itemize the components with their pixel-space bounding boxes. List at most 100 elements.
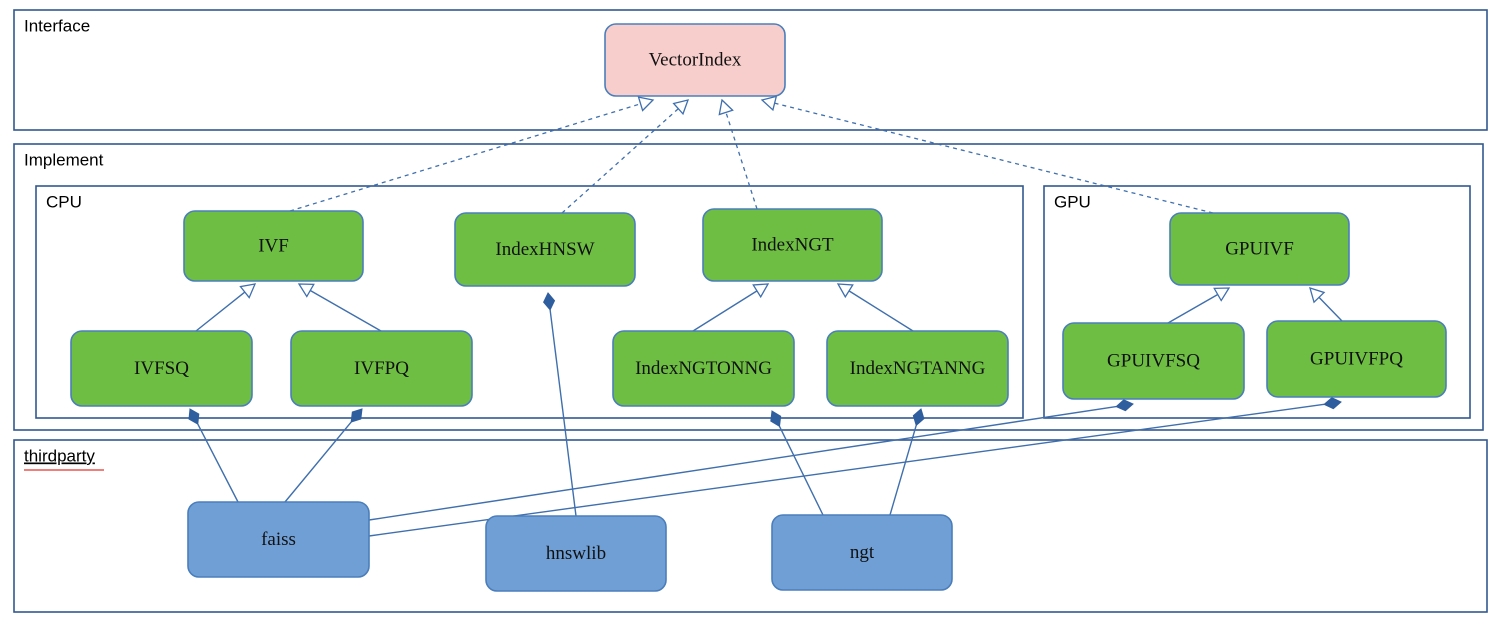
arrowhead-hollow-triangle-e4	[760, 95, 778, 112]
node-label-ivf: IVF	[258, 235, 289, 256]
node-hnswlib[interactable]: hnswlib	[485, 515, 667, 592]
node-indexngtonng[interactable]: IndexNGTONNG	[612, 330, 795, 407]
node-label-indexngt: IndexNGT	[751, 234, 834, 255]
edge-line-e9	[1167, 293, 1219, 324]
node-label-vectorindex: VectorIndex	[649, 49, 742, 70]
edge-ngt-to-indexngtanng	[889, 408, 925, 516]
edge-gpuivf-to-vectorindex	[760, 95, 1214, 214]
node-box-indexngt[interactable]	[702, 208, 883, 282]
node-box-gpuivfsq[interactable]	[1062, 322, 1245, 400]
edge-gpuivfpq-to-gpuivf	[1309, 287, 1343, 322]
node-box-gpuivfpq[interactable]	[1266, 320, 1447, 398]
edge-line-e4	[774, 102, 1214, 214]
diamond-filled-e14	[1323, 397, 1342, 410]
edge-line-e3	[725, 112, 758, 210]
edge-line-e17	[889, 425, 917, 516]
node-box-indexngtanng[interactable]	[826, 330, 1009, 407]
node-indexhnsw[interactable]: IndexHNSW	[454, 212, 636, 287]
node-label-indexngtanng: IndexNGTANNG	[850, 358, 986, 379]
arrowhead-hollow-triangle-e5	[239, 283, 257, 299]
edge-faiss-to-ivfsq	[188, 408, 239, 503]
node-box-faiss[interactable]	[187, 501, 370, 578]
arrowhead-hollow-triangle-e2	[672, 99, 690, 116]
edge-indexngtonng-to-indexngt	[692, 283, 770, 332]
edge-indexngt-to-vectorindex	[718, 98, 758, 210]
edge-line-e13	[368, 405, 1117, 521]
edge-hnswlib-to-indexhnsw	[543, 292, 577, 517]
arrowhead-hollow-triangle-e10	[1309, 287, 1326, 304]
node-label-indexhnsw: IndexHNSW	[495, 239, 594, 260]
diamond-filled-e16	[770, 410, 782, 428]
edge-indexngtanng-to-indexngt	[836, 283, 914, 332]
node-box-ivf[interactable]	[183, 210, 364, 282]
edge-line-e1	[289, 103, 641, 212]
edge-line-e15	[549, 309, 577, 517]
node-gpuivf[interactable]: GPUIVF	[1169, 212, 1350, 286]
node-faiss[interactable]: faiss	[187, 501, 370, 578]
edge-line-e2	[561, 108, 679, 214]
node-box-indexhnsw[interactable]	[454, 212, 636, 287]
edge-line-e14	[368, 403, 1325, 537]
diamond-filled-e13	[1115, 399, 1134, 412]
edge-line-e5	[195, 291, 246, 332]
node-gpuivfpq[interactable]: GPUIVFPQ	[1266, 320, 1447, 398]
edge-line-e8	[848, 290, 914, 332]
arrowhead-hollow-triangle-e8	[836, 283, 854, 299]
node-label-gpuivfsq: GPUIVFSQ	[1107, 350, 1200, 371]
arrowhead-hollow-triangle-e7	[752, 283, 770, 299]
container-label-interface: Interface	[24, 16, 90, 35]
diamond-filled-e15	[543, 292, 556, 311]
node-ivfpq[interactable]: IVFPQ	[290, 330, 473, 407]
node-ngt[interactable]: ngt	[771, 514, 953, 591]
node-vectorindex[interactable]: VectorIndex	[604, 23, 786, 97]
arrowhead-hollow-triangle-e3	[718, 98, 734, 116]
arrowhead-hollow-triangle-e6	[297, 283, 315, 298]
container-label-cpu: CPU	[46, 192, 82, 211]
node-box-ivfpq[interactable]	[290, 330, 473, 407]
edge-ivfsq-to-ivf	[195, 283, 257, 332]
node-box-indexngtonng[interactable]	[612, 330, 795, 407]
edge-ivf-to-vectorindex	[289, 96, 655, 212]
node-label-ngt: ngt	[850, 542, 875, 563]
node-indexngtanng[interactable]: IndexNGTANNG	[826, 330, 1009, 407]
node-ivf[interactable]: IVF	[183, 210, 364, 282]
edge-line-e10	[1318, 296, 1343, 322]
edge-faiss-to-ivfpq	[284, 408, 363, 503]
node-box-gpuivf[interactable]	[1169, 212, 1350, 286]
node-box-ivfsq[interactable]	[70, 330, 253, 407]
node-box-ngt[interactable]	[771, 514, 953, 591]
container-label-implement: Implement	[24, 150, 104, 169]
diamond-filled-e17	[912, 408, 925, 427]
node-label-ivfpq: IVFPQ	[354, 358, 409, 379]
edge-ngt-to-indexngtonng	[770, 410, 824, 516]
edge-line-e12	[284, 421, 352, 503]
node-label-hnswlib: hnswlib	[546, 543, 606, 564]
node-box-hnswlib[interactable]	[485, 515, 667, 592]
node-gpuivfsq[interactable]: GPUIVFSQ	[1062, 322, 1245, 400]
diamond-filled-e12	[350, 408, 363, 423]
edge-line-e16	[778, 425, 824, 516]
edge-faiss-to-gpuivfsq	[368, 399, 1134, 521]
node-box-vectorindex[interactable]	[604, 23, 786, 97]
edge-ivfpq-to-ivf	[297, 283, 382, 332]
edge-faiss-to-gpuivfpq	[368, 397, 1342, 537]
diamond-filled-e11	[188, 408, 200, 425]
node-label-gpuivfpq: GPUIVFPQ	[1310, 348, 1403, 369]
node-label-gpuivf: GPUIVF	[1225, 238, 1294, 259]
edge-indexhnsw-to-vectorindex	[561, 99, 690, 214]
edges-layer	[188, 95, 1343, 537]
node-label-ivfsq: IVFSQ	[134, 358, 189, 379]
edge-line-e11	[197, 423, 239, 503]
arrowhead-hollow-triangle-e1	[637, 96, 655, 112]
container-label-gpu: GPU	[1054, 192, 1091, 211]
node-label-faiss: faiss	[261, 529, 296, 550]
node-indexngt[interactable]: IndexNGT	[702, 208, 883, 282]
edge-line-e6	[309, 289, 382, 332]
node-ivfsq[interactable]: IVFSQ	[70, 330, 253, 407]
arrowhead-hollow-triangle-e9	[1213, 287, 1231, 302]
container-label-thirdparty: thirdparty	[24, 446, 95, 465]
edge-gpuivfsq-to-gpuivf	[1167, 287, 1231, 324]
